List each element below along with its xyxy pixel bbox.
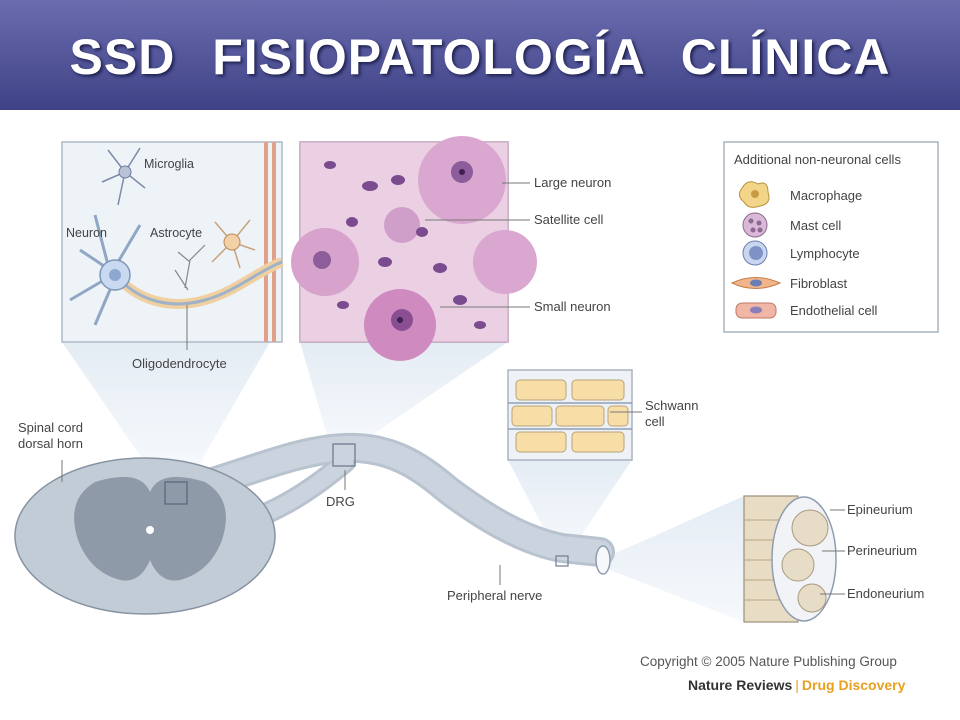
legend-item-macrophage: Macrophage <box>790 188 862 203</box>
label-schwann: Schwann <box>645 398 698 413</box>
label-large-neuron: Large neuron <box>534 175 611 190</box>
label-peripheral-nerve: Peripheral nerve <box>447 588 542 603</box>
panel-histology <box>291 136 537 361</box>
legend-item-lymphocyte: Lymphocyte <box>790 246 860 261</box>
journal-credit: Nature Reviews|Drug Discovery <box>688 677 905 693</box>
legend-item-endothelial-cell: Endothelial cell <box>790 303 878 318</box>
label-neuron: Neuron <box>66 226 107 240</box>
astrocyte-cell <box>223 233 241 251</box>
label-astrocyte: Astrocyte <box>150 226 202 240</box>
mast-cell-icon <box>742 212 768 238</box>
label-schwann-cell: cell <box>645 414 665 429</box>
zoom-cone-dorsal-horn <box>62 342 270 470</box>
panel-schwann <box>507 369 633 461</box>
dorsal-horn-marker <box>164 481 188 505</box>
spinal-cord-section <box>14 457 276 615</box>
zoom-cone-schwann <box>508 460 632 552</box>
legend-title: Additional non-neuronal cells <box>734 152 901 167</box>
label-perineurium: Perineurium <box>847 543 917 558</box>
copyright-notice: Copyright © 2005 Nature Publishing Group <box>640 654 897 669</box>
label-small-neuron: Small neuron <box>534 299 611 314</box>
label-drg: DRG <box>326 494 355 509</box>
label-endoneurium: Endoneurium <box>847 586 924 601</box>
slide-title: SSD FISIOPATOLOGÍA CLÍNICA <box>69 29 891 85</box>
panel-glia: Microglia Neuron Astrocyte <box>61 141 284 350</box>
credit-section: Drug Discovery <box>801 677 906 693</box>
label-spinal-cord: Spinal cord <box>18 420 83 435</box>
label-satellite-cell: Satellite cell <box>534 212 603 227</box>
legend-item-mast-cell: Mast cell <box>790 218 841 233</box>
label-epineurium: Epineurium <box>847 502 913 517</box>
legend-item-fibroblast: Fibroblast <box>790 276 847 291</box>
zoom-cone-nerve <box>600 496 744 622</box>
credit-separator: | <box>795 677 799 693</box>
credit-journal: Nature Reviews <box>688 677 793 693</box>
drg-marker <box>332 443 356 467</box>
nerve-end-ring <box>595 545 611 575</box>
microglia-cell <box>118 165 132 179</box>
oligodendrocyte-cell <box>174 244 206 291</box>
zoom-cone-drg <box>300 342 508 446</box>
legend-non-neuronal-cells: Additional non-neuronal cells Macrophage… <box>723 141 939 333</box>
schwann-marker <box>555 555 569 567</box>
title-bar: SSD FISIOPATOLOGÍA CLÍNICA <box>0 0 960 110</box>
nerve-cross-section <box>743 495 837 623</box>
label-microglia: Microglia <box>144 157 194 171</box>
label-oligodendrocyte: Oligodendrocyte <box>132 356 227 371</box>
label-dorsal-horn: dorsal horn <box>18 436 83 451</box>
